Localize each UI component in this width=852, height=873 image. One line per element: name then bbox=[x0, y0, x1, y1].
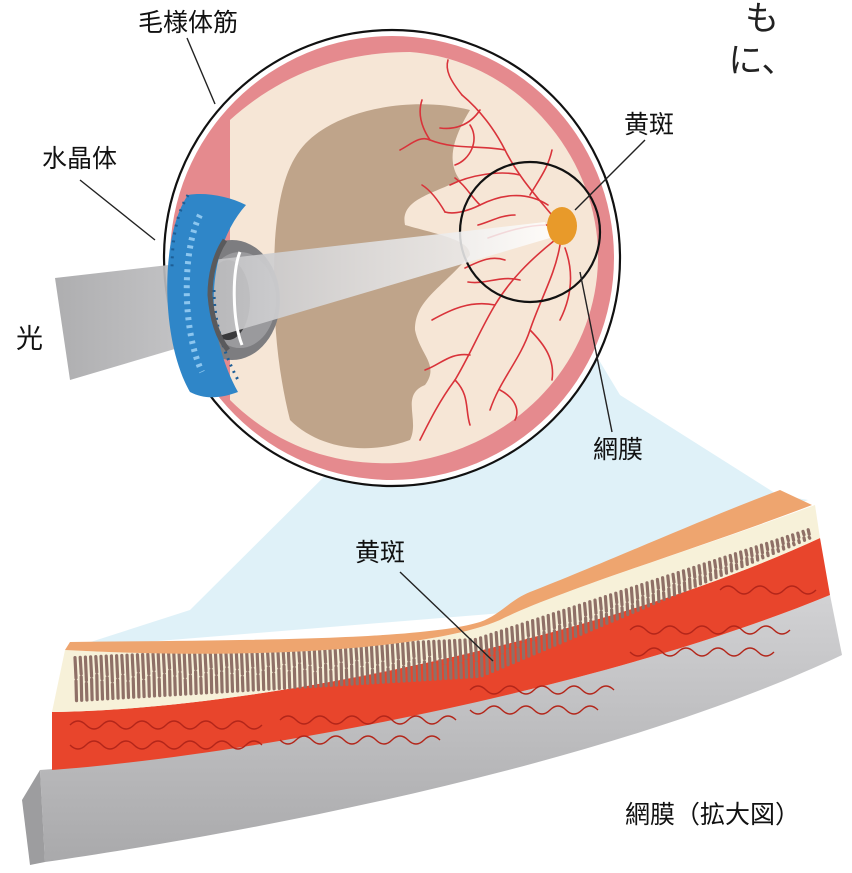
corner-text-col2: に、 bbox=[729, 41, 796, 81]
ciliary-muscle-label: 毛様体筋 bbox=[138, 8, 238, 37]
macula-label-top: 黄斑 bbox=[624, 110, 674, 139]
light-label: 光 bbox=[16, 324, 43, 355]
macula bbox=[547, 207, 577, 245]
corner-text-col1: も bbox=[745, 0, 779, 39]
retina-enlarged-label: 網膜（拡大図） bbox=[625, 800, 800, 829]
retina-label: 網膜 bbox=[593, 435, 643, 464]
macula-label-bottom: 黄斑 bbox=[355, 538, 405, 567]
lens-label: 水晶体 bbox=[42, 144, 117, 173]
